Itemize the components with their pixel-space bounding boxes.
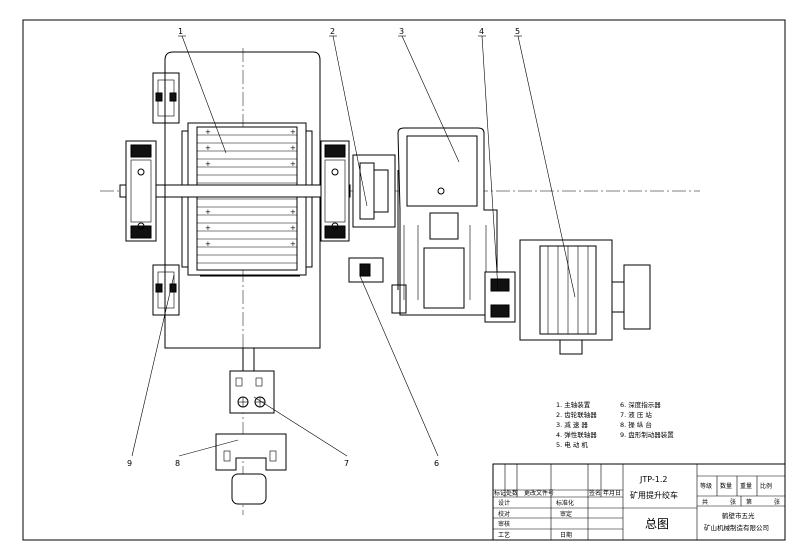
parts-list: 1. 主轴装置 2. 齿轮联轴器 3. 减 速 器 4. 弹性联轴器 5. 电 …: [556, 400, 674, 449]
sheet-index-label: 第: [746, 498, 752, 506]
rev-header: 更改文件号: [524, 489, 554, 497]
parts-list-item: 7. 液 压 站: [620, 410, 652, 419]
rev-header: 签名: [589, 489, 601, 497]
approval-label: 审定: [560, 510, 572, 518]
callout-1: 1: [178, 27, 183, 36]
sheet-index-unit: 张: [774, 498, 780, 506]
svg-text:+: +: [290, 144, 296, 152]
callout-8: 8: [175, 459, 180, 468]
callout-3: 3: [399, 27, 404, 36]
sheet-total-unit: 张: [730, 498, 736, 506]
operating-console: [215, 433, 287, 505]
parts-list-item: 6. 深度指示器: [620, 400, 661, 409]
title-block: 标记 处数 更改文件号 签名 年月日 设计 校对 审核 工艺 标准化 审定 日期…: [492, 463, 786, 541]
svg-text:+: +: [290, 128, 296, 136]
parts-list-item: 4. 弹性联轴器: [556, 430, 597, 439]
svg-text:+: +: [290, 240, 296, 248]
rev-header: 处数: [506, 489, 518, 497]
parts-list-item: 3. 减 速 器: [556, 420, 588, 429]
grade-header: 等级: [700, 482, 712, 490]
hydraulic-station: [229, 348, 275, 414]
date-label: 日期: [560, 531, 572, 539]
callout-4: 4: [479, 27, 484, 36]
parts-list-item: 5. 电 动 机: [556, 440, 588, 449]
standardization-label: 标准化: [556, 499, 574, 507]
sheet-title: 总图: [645, 517, 669, 531]
designer-label: 设计: [498, 499, 510, 507]
svg-text:+: +: [205, 240, 211, 248]
scale-header: 比例: [760, 482, 772, 490]
right-bearing-block: [320, 140, 350, 242]
svg-text:+: +: [205, 208, 211, 216]
callout-9: 9: [127, 459, 132, 468]
disc-brake-unit: [152, 70, 180, 320]
svg-text:+: +: [205, 128, 211, 136]
callout-2: 2: [330, 27, 335, 36]
process-label: 工艺: [498, 531, 510, 539]
callout-6: 6: [434, 459, 439, 468]
rev-header: 年月日: [603, 489, 621, 497]
parts-list-item: 2. 齿轮联轴器: [556, 410, 597, 419]
reviewer-label: 审核: [498, 520, 510, 528]
left-bearing-block: [125, 140, 157, 242]
electric-motor: [519, 239, 651, 355]
parts-list-item: 1. 主轴装置: [556, 400, 591, 409]
svg-text:+: +: [205, 160, 211, 168]
drawing-border: [22, 19, 786, 541]
svg-text:+: +: [205, 224, 211, 232]
callout-numbers: 1 2 3 4 5 6 7 8 9: [127, 27, 520, 468]
svg-text:+: +: [290, 160, 296, 168]
product-name: 矿用提升绞车: [630, 490, 678, 500]
depth-indicator: [348, 257, 384, 283]
leader-lines: [131, 35, 576, 457]
reducer: [391, 127, 498, 316]
svg-text:+: +: [290, 208, 296, 216]
callout-7: 7: [344, 459, 349, 468]
main-shaft-assembly: + + + + + + + + + + + +: [119, 51, 351, 349]
svg-text:+: +: [290, 224, 296, 232]
quantity-header: 数量: [720, 482, 732, 490]
sheet-total-label: 共: [702, 498, 708, 506]
company-line-1: 鹤壁市五光: [722, 511, 755, 520]
elastic-coupling: [484, 271, 516, 323]
drawing-number: JTP-1.2: [639, 475, 668, 484]
company-line-2: 矿山机械制造有限公司: [704, 523, 769, 532]
parts-list-item: 9. 盘形制动器装置: [620, 430, 674, 439]
svg-text:+: +: [205, 144, 211, 152]
gear-coupling: [352, 154, 396, 228]
rev-header: 标记: [494, 489, 506, 497]
weight-header: 重量: [740, 482, 752, 490]
parts-list-item: 8. 操 纵 台: [620, 420, 652, 429]
checker-label: 校对: [498, 510, 510, 518]
callout-5: 5: [515, 27, 520, 36]
